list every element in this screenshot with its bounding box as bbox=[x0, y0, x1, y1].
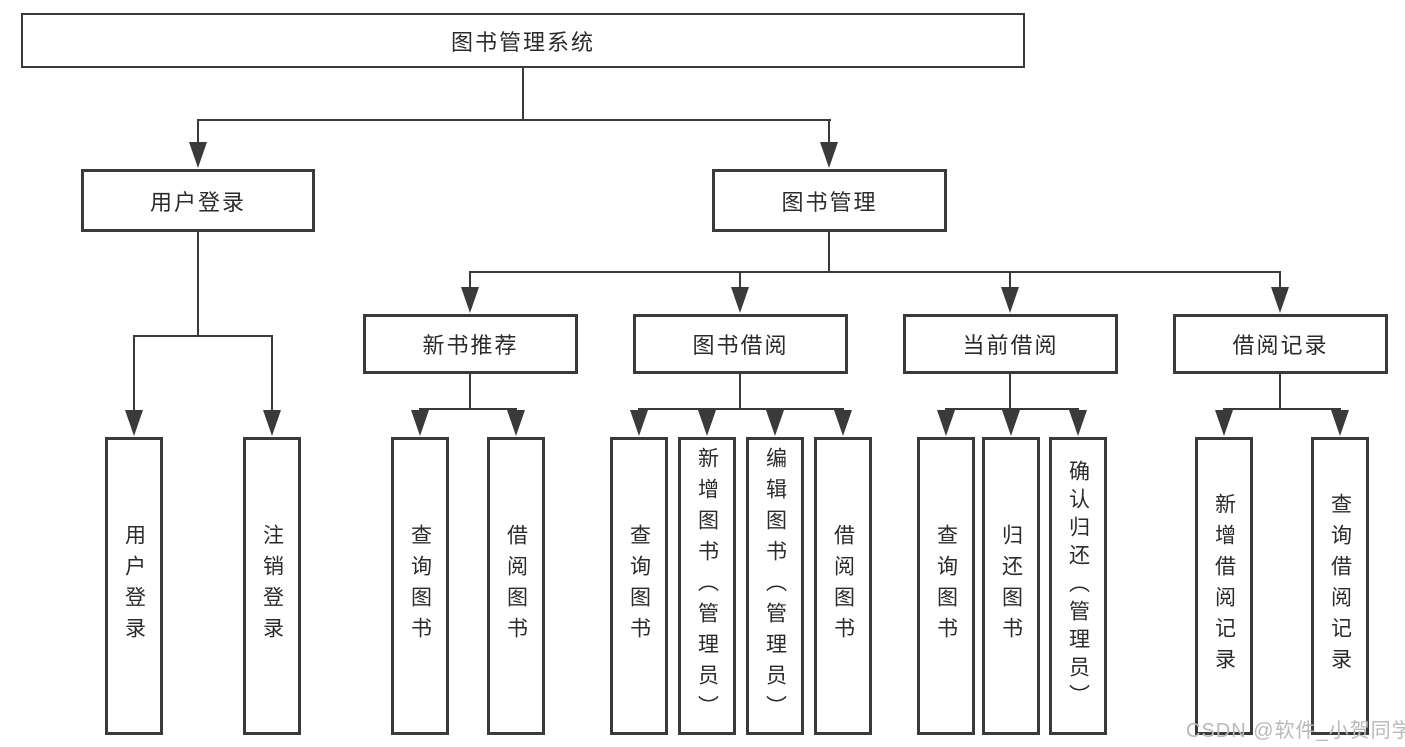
leaf-query-borrow-record: 查询借阅记录 bbox=[1311, 437, 1369, 735]
node-label: 图书管理系统 bbox=[450, 29, 595, 55]
arrow-down-icon bbox=[1069, 410, 1087, 436]
node-label: 当前借阅 bbox=[962, 333, 1059, 358]
arrow-down-icon bbox=[1001, 287, 1019, 313]
connector-line bbox=[469, 271, 471, 290]
node-label: 确认归还（管理员） bbox=[1066, 460, 1090, 712]
connector-line bbox=[1009, 271, 1011, 290]
arrow-down-icon bbox=[125, 410, 143, 436]
connector-line bbox=[197, 232, 199, 335]
connector-line bbox=[271, 335, 273, 413]
node-label: 借阅图书 bbox=[831, 524, 855, 648]
connector-line bbox=[469, 271, 1281, 273]
arrow-down-icon bbox=[937, 410, 955, 436]
connector-line bbox=[638, 408, 844, 410]
connector-line bbox=[419, 408, 517, 410]
connector-line bbox=[1223, 408, 1341, 410]
connector-line bbox=[197, 119, 831, 121]
arrow-down-icon bbox=[731, 287, 749, 313]
leaf-user-login: 用户登录 bbox=[105, 437, 163, 735]
arrow-down-icon bbox=[766, 410, 784, 436]
node-label: 新增图书（管理员） bbox=[695, 446, 719, 726]
arrow-down-icon bbox=[834, 410, 852, 436]
node-label: 查询借阅记录 bbox=[1328, 493, 1352, 679]
connector-line bbox=[133, 335, 135, 413]
connector-line bbox=[197, 119, 199, 145]
node-label: 借阅记录 bbox=[1232, 333, 1329, 358]
leaf-return-book: 归还图书 bbox=[982, 437, 1040, 735]
arrow-down-icon bbox=[1002, 410, 1020, 436]
leaf-add-borrow-record: 新增借阅记录 bbox=[1195, 437, 1253, 735]
node-library-management-system: 图书管理系统 bbox=[21, 13, 1025, 68]
arrow-down-icon bbox=[411, 410, 429, 436]
node-book-borrowing: 图书借阅 bbox=[633, 314, 848, 374]
node-label: 用户登录 bbox=[149, 189, 246, 215]
arrow-down-icon bbox=[698, 410, 716, 436]
node-current-borrowing: 当前借阅 bbox=[903, 314, 1118, 374]
node-user-login: 用户登录 bbox=[81, 169, 315, 232]
leaf-logout: 注销登录 bbox=[243, 437, 301, 735]
node-borrowing-records: 借阅记录 bbox=[1173, 314, 1388, 374]
leaf-query-books-current: 查询图书 bbox=[917, 437, 975, 735]
node-label: 新书推荐 bbox=[422, 333, 519, 358]
leaf-query-books-borrowing: 查询图书 bbox=[610, 437, 668, 735]
arrow-down-icon bbox=[630, 410, 648, 436]
leaf-edit-book-admin: 编辑图书（管理员） bbox=[746, 437, 804, 735]
connector-line bbox=[739, 271, 741, 290]
node-label: 查询图书 bbox=[408, 524, 432, 648]
connector-line bbox=[1279, 374, 1281, 408]
arrow-down-icon bbox=[1215, 410, 1233, 436]
node-label: 新增借阅记录 bbox=[1212, 493, 1236, 679]
leaf-add-book-admin: 新增图书（管理员） bbox=[678, 437, 736, 735]
node-new-book-recommendation: 新书推荐 bbox=[363, 314, 578, 374]
connector-line bbox=[1279, 271, 1281, 290]
connector-line bbox=[133, 335, 273, 337]
leaf-confirm-return-admin: 确认归还（管理员） bbox=[1049, 437, 1107, 735]
node-label: 用户登录 bbox=[122, 524, 146, 648]
connector-line bbox=[945, 408, 1079, 410]
arrow-down-icon bbox=[189, 142, 207, 168]
arrow-down-icon bbox=[1331, 410, 1349, 436]
node-label: 图书借阅 bbox=[692, 333, 789, 358]
csdn-watermark: CSDN @软件_小贺同学 bbox=[1186, 720, 1405, 742]
connector-line bbox=[522, 68, 524, 119]
arrow-down-icon bbox=[461, 287, 479, 313]
arrow-down-icon bbox=[1271, 287, 1289, 313]
leaf-borrow-books-borrowing: 借阅图书 bbox=[814, 437, 872, 735]
connector-line bbox=[828, 232, 830, 271]
node-label: 编辑图书（管理员） bbox=[763, 446, 787, 726]
leaf-query-books-recommend: 查询图书 bbox=[391, 437, 449, 735]
connector-line bbox=[739, 374, 741, 408]
node-label: 归还图书 bbox=[999, 524, 1023, 648]
node-label: 查询图书 bbox=[627, 524, 651, 648]
arrow-down-icon bbox=[820, 142, 838, 168]
node-label: 图书管理 bbox=[781, 189, 878, 215]
arrow-down-icon bbox=[507, 410, 525, 436]
leaf-borrow-books-recommend: 借阅图书 bbox=[487, 437, 545, 735]
node-label: 借阅图书 bbox=[504, 524, 528, 648]
node-label: 查询图书 bbox=[934, 524, 958, 648]
connector-line bbox=[469, 374, 471, 408]
node-book-management: 图书管理 bbox=[712, 169, 947, 232]
arrow-down-icon bbox=[263, 410, 281, 436]
connector-line bbox=[828, 119, 830, 145]
node-label: 注销登录 bbox=[260, 524, 284, 648]
connector-line bbox=[1009, 374, 1011, 408]
